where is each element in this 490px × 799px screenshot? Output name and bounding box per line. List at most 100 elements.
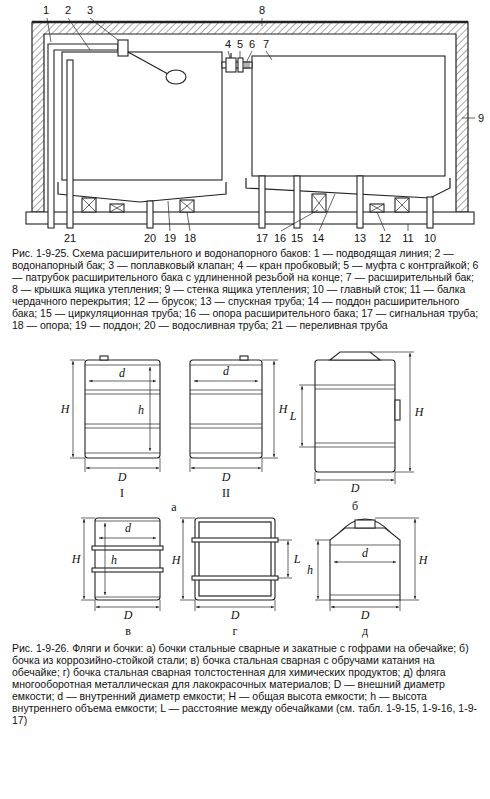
steel-drum xyxy=(190,365,262,453)
stainless-drum xyxy=(410,353,411,471)
paint-flask xyxy=(355,520,375,528)
figure-letter: в xyxy=(125,624,131,639)
dimension-letter: D xyxy=(361,608,370,623)
dimension-letter: d xyxy=(125,521,131,536)
dimension-letter: H xyxy=(419,553,428,568)
steel-drum xyxy=(274,361,275,457)
callout-number: 8 xyxy=(259,4,265,16)
dimension-letter: d xyxy=(362,546,368,561)
dimension-letter: D xyxy=(222,470,231,485)
steel-drum xyxy=(100,356,108,360)
tank-support xyxy=(82,198,96,212)
paint-flask xyxy=(318,541,319,599)
callout-number: 13 xyxy=(354,232,366,244)
dimension-letter: d xyxy=(119,366,125,381)
callout-number: 11 xyxy=(402,232,413,244)
steel-drum xyxy=(73,361,74,457)
dimension-letter: H xyxy=(61,402,70,417)
figure-caption: Рис. 1-9-26. Фляги и бочки: а) бочки ста… xyxy=(12,642,480,726)
valve-assembly xyxy=(238,58,243,72)
steel-drum xyxy=(89,381,156,382)
floor-beam xyxy=(370,204,384,212)
callout-number: 17 xyxy=(256,232,268,244)
valve-assembly xyxy=(226,58,236,72)
callout-number: 21 xyxy=(64,232,76,244)
dimension-letter: h xyxy=(111,553,117,568)
leader-line xyxy=(266,51,272,60)
stainless-drum xyxy=(302,386,303,446)
floor-beam xyxy=(110,204,124,212)
steel-drum xyxy=(191,468,261,469)
steel-drum xyxy=(70,360,160,472)
dimension-letter: D xyxy=(118,470,127,485)
callout-number: 12 xyxy=(379,232,391,244)
leader-line xyxy=(68,18,90,50)
thick-wall-drum xyxy=(199,522,271,596)
hooped-drum xyxy=(105,523,106,595)
drip-pan xyxy=(246,178,450,198)
paint-flask xyxy=(331,607,399,608)
leader-line xyxy=(262,18,263,26)
dimension-letter: H xyxy=(72,552,81,567)
float-valve xyxy=(118,40,186,84)
stainless-drum xyxy=(299,352,414,484)
leader-line xyxy=(377,212,385,231)
leader-line xyxy=(319,194,335,231)
steel-drum xyxy=(190,360,278,472)
callout-number: 2 xyxy=(65,4,71,16)
steel-drum xyxy=(190,360,262,458)
insulation-box xyxy=(32,21,468,23)
hooped-drum xyxy=(81,518,163,611)
thick-wall-drum xyxy=(183,519,184,599)
steel-drum xyxy=(190,356,278,472)
stainless-drum xyxy=(330,352,380,360)
thick-wall-drum xyxy=(192,538,278,542)
steel-drum xyxy=(240,356,248,360)
stainless-drum xyxy=(299,352,414,484)
callout-number: 14 xyxy=(312,232,324,244)
hooped-drum xyxy=(92,546,163,550)
hooped-drum xyxy=(96,607,159,608)
floor-beam xyxy=(110,204,124,212)
pipe xyxy=(427,197,433,228)
hooped-drum xyxy=(84,519,85,599)
callout-number: 20 xyxy=(144,232,156,244)
valve-assembly xyxy=(230,53,231,58)
dimension-letter: H xyxy=(172,553,181,568)
pipe xyxy=(48,44,118,228)
drip-pan xyxy=(58,182,226,202)
tank-support xyxy=(312,194,326,212)
pipe xyxy=(294,176,300,228)
hooped-drum xyxy=(95,518,160,600)
leader-line xyxy=(47,18,51,42)
tank-support xyxy=(395,198,409,212)
figure-letter: I xyxy=(120,486,124,501)
floor-beam xyxy=(370,204,384,212)
steel-drum xyxy=(150,367,151,451)
dimension-letter: d xyxy=(223,364,229,379)
pipe xyxy=(67,60,73,228)
stainless-drum xyxy=(315,360,395,472)
pipe xyxy=(147,201,153,228)
figure-caption: Рис. 1-9-25. Схема расширительного и вод… xyxy=(12,247,480,331)
stainless-drum xyxy=(315,385,395,447)
drip-pan xyxy=(58,178,450,202)
figure-letter: б xyxy=(352,499,358,514)
water-tank xyxy=(62,52,222,180)
leader-line xyxy=(247,51,252,61)
thick-wall-drum xyxy=(288,541,289,577)
leader-line xyxy=(90,18,118,40)
float-valve xyxy=(166,70,186,84)
dimension-letter: L xyxy=(290,409,297,424)
hooped-drum xyxy=(95,521,160,597)
valve-assembly xyxy=(245,61,249,69)
leader-line xyxy=(281,210,318,231)
dimension-letter: H xyxy=(415,405,424,420)
float-valve xyxy=(128,52,168,74)
steel-drum xyxy=(86,468,159,469)
callout-number: 5 xyxy=(237,38,243,50)
water-tank xyxy=(62,52,222,180)
steel-drum xyxy=(70,356,160,472)
